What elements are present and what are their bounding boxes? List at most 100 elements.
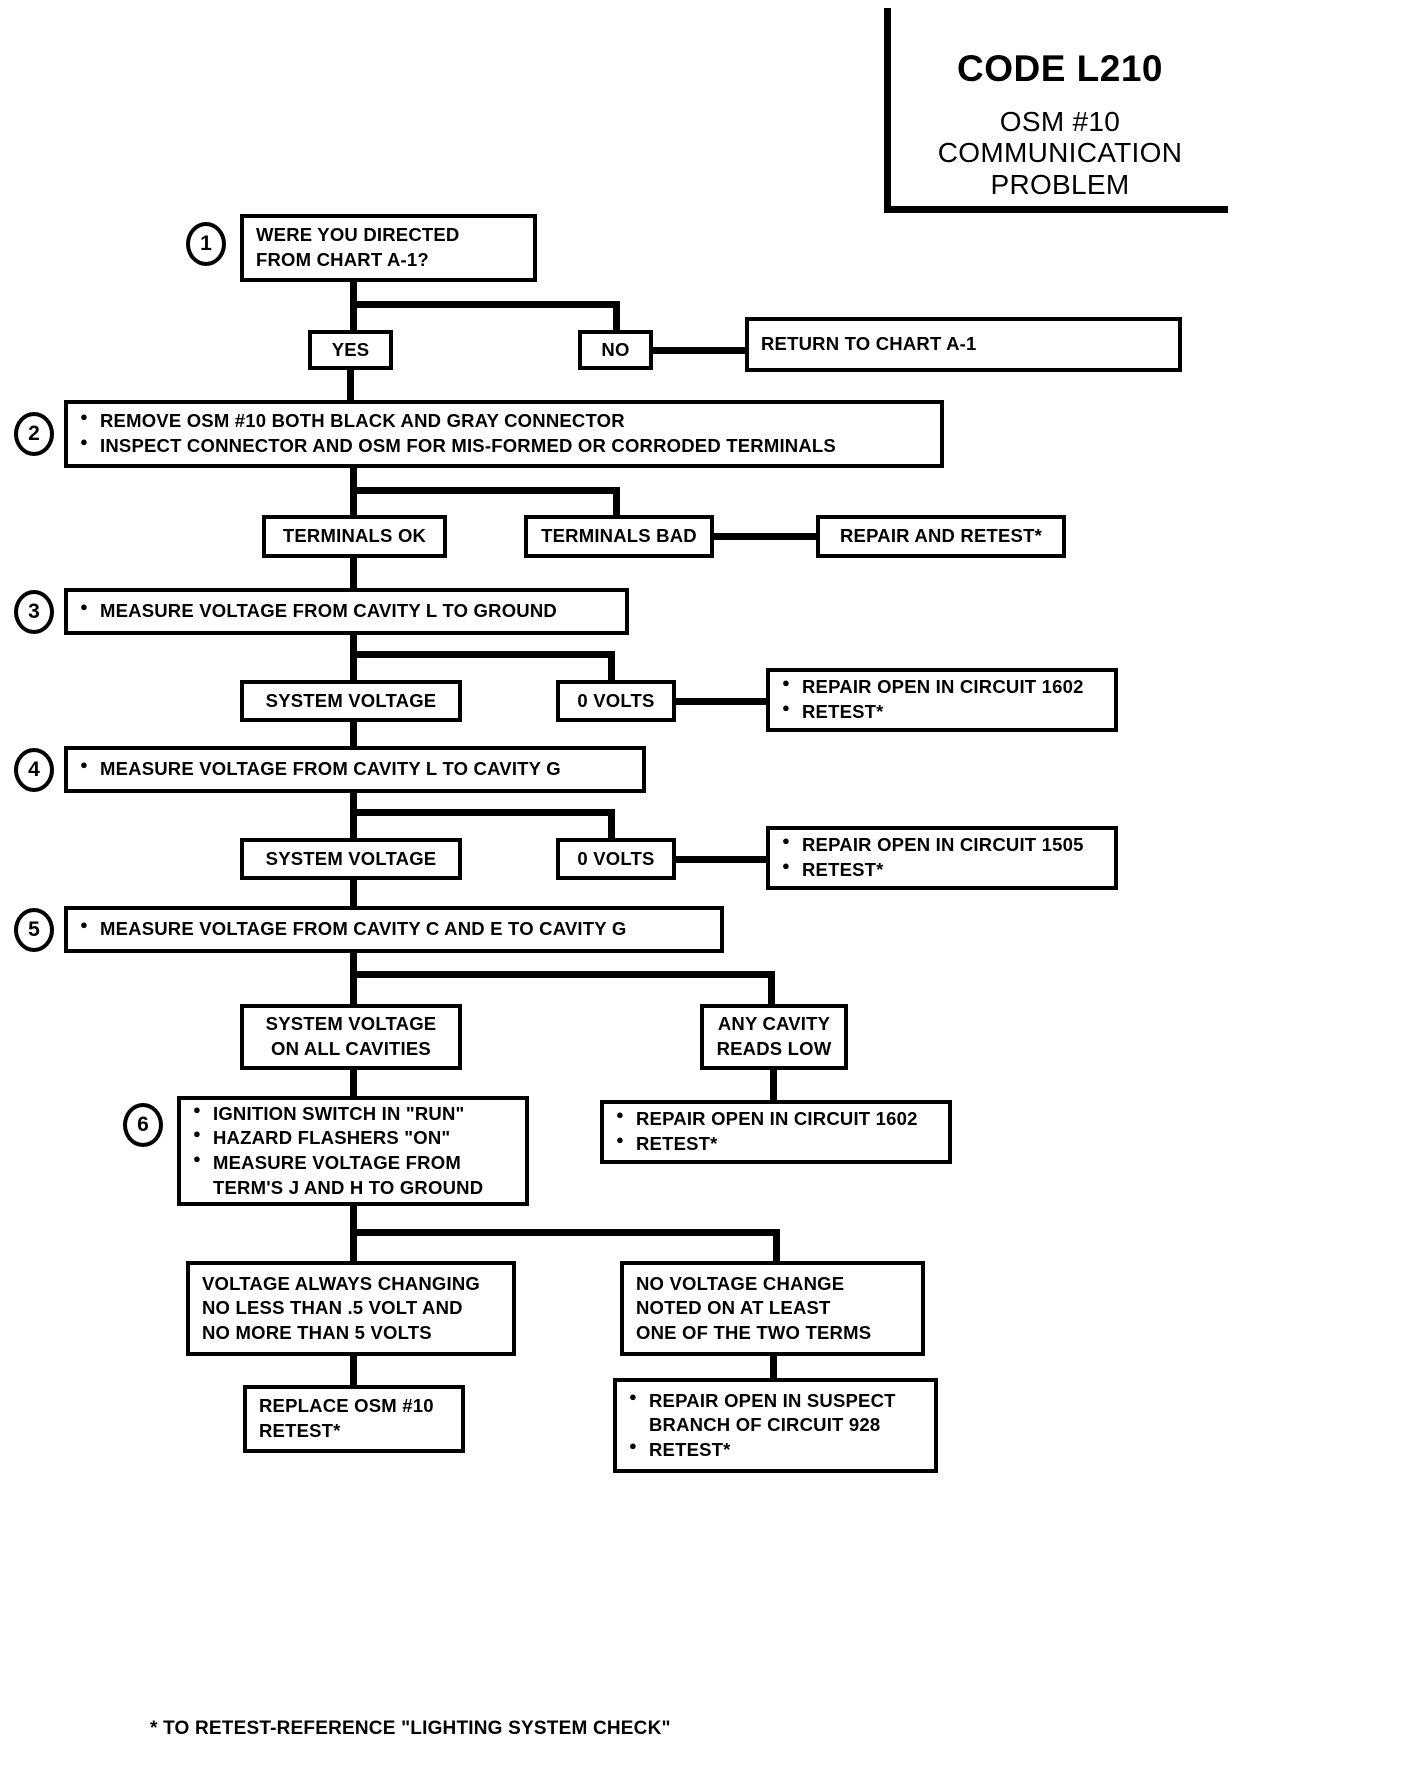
- node-text-line: REPLACE OSM #10: [259, 1395, 434, 1417]
- connector: [350, 971, 775, 978]
- connector: [673, 698, 769, 705]
- node-bullet: IGNITION SWITCH IN "RUN": [193, 1101, 513, 1127]
- connector: [350, 721, 357, 753]
- node-zero-volts-4: 0 VOLTS: [556, 838, 676, 880]
- connector: [350, 1355, 357, 1387]
- node-text-line: NOTED ON AT LEAST: [636, 1297, 831, 1319]
- node-text-line: NO VOLTAGE CHANGE: [636, 1272, 845, 1294]
- node-text-line: NO LESS THAN .5 VOLT AND: [202, 1297, 463, 1319]
- node-bullet: RETEST*: [629, 1437, 922, 1463]
- node-text-line: FROM CHART A-1?: [256, 249, 429, 270]
- step-number-1: 1: [186, 222, 226, 266]
- node-zero-volts-3: 0 VOLTS: [556, 680, 676, 722]
- step-number-4: 4: [14, 748, 54, 792]
- node-return-chart: RETURN TO CHART A-1: [745, 317, 1182, 372]
- node-system-voltage-3: SYSTEM VOLTAGE: [240, 680, 462, 722]
- connector: [350, 971, 357, 1004]
- node-replace-osm: REPLACE OSM #10 RETEST*: [243, 1385, 465, 1453]
- node-step-3: MEASURE VOLTAGE FROM CAVITY L TO GROUND: [64, 588, 629, 635]
- connector: [711, 533, 819, 540]
- node-system-voltage-4: SYSTEM VOLTAGE: [240, 838, 462, 880]
- node-step-2: REMOVE OSM #10 BOTH BLACK AND GRAY CONNE…: [64, 400, 944, 468]
- connector: [350, 487, 620, 494]
- node-text-line: 0 VOLTS: [577, 689, 655, 711]
- node-text-line: READS LOW: [716, 1038, 832, 1059]
- node-text-line: NO: [601, 338, 630, 360]
- node-text-line: WERE YOU DIRECTED: [256, 224, 460, 246]
- node-bullet: MEASURE VOLTAGE FROM CAVITY C AND E TO C…: [80, 916, 708, 942]
- node-text-line: SYSTEM VOLTAGE: [265, 847, 437, 869]
- node-repair-1602-a: REPAIR OPEN IN CIRCUIT 1602 RETEST*: [766, 668, 1118, 732]
- node-system-voltage-all-cavities: SYSTEM VOLTAGE ON ALL CAVITIES: [240, 1004, 462, 1070]
- node-repair-branch-928: REPAIR OPEN IN SUSPECT BRANCH OF CIRCUIT…: [613, 1378, 938, 1473]
- step-number-3: 3: [14, 590, 54, 634]
- connector: [350, 792, 357, 814]
- node-step-6: IGNITION SWITCH IN "RUN" HAZARD FLASHERS…: [177, 1096, 529, 1206]
- node-bullet: REPAIR OPEN IN SUSPECT: [629, 1388, 922, 1414]
- node-bullet: REPAIR OPEN IN CIRCUIT 1602: [782, 674, 1102, 700]
- step-number-2: 2: [14, 412, 54, 456]
- connector: [350, 651, 615, 658]
- footnote: * TO RETEST-REFERENCE "LIGHTING SYSTEM C…: [150, 1718, 671, 1739]
- connector: [350, 809, 357, 838]
- title-block: CODE L210 OSM #10 COMMUNICATION PROBLEM: [884, 8, 1244, 213]
- node-text-line: BRANCH OF CIRCUIT 928: [649, 1414, 881, 1436]
- node-bullet: MEASURE VOLTAGE FROM CAVITY L TO CAVITY …: [80, 756, 630, 782]
- node-text-line: ON ALL CAVITIES: [271, 1038, 431, 1059]
- node-bullet: RETEST*: [616, 1131, 936, 1157]
- node-terminals-bad: TERMINALS BAD: [524, 515, 714, 558]
- node-text-line: SYSTEM VOLTAGE: [265, 689, 437, 711]
- node-bullet: RETEST*: [782, 857, 1102, 883]
- connector: [673, 856, 769, 863]
- node-text-line: SYSTEM VOLTAGE: [265, 1013, 437, 1035]
- node-yes-1: YES: [308, 330, 393, 370]
- connector: [350, 557, 357, 590]
- node-bullet: HAZARD FLASHERS "ON": [193, 1125, 513, 1151]
- node-text-line: RETEST*: [259, 1420, 341, 1441]
- node-bullet: MEASURE VOLTAGE FROM CAVITY L TO GROUND: [80, 598, 613, 624]
- node-repair-retest: REPAIR AND RETEST*: [816, 515, 1066, 558]
- connector: [613, 301, 620, 330]
- connector: [773, 1229, 780, 1261]
- node-text-line: TERMINALS OK: [282, 525, 427, 547]
- node-text-line: NO MORE THAN 5 VOLTS: [202, 1321, 432, 1343]
- connector: [350, 879, 357, 911]
- node-repair-1602-b: REPAIR OPEN IN CIRCUIT 1602 RETEST*: [600, 1100, 952, 1164]
- title-vertical-rule: [884, 8, 891, 213]
- node-text-line: TERMINALS BAD: [541, 525, 697, 547]
- node-text-line: REPAIR AND RETEST*: [840, 525, 1042, 547]
- node-bullet: INSPECT CONNECTOR AND OSM FOR MIS-FORMED…: [80, 433, 928, 459]
- node-voltage-changing: VOLTAGE ALWAYS CHANGING NO LESS THAN .5 …: [186, 1261, 516, 1356]
- connector: [350, 1229, 780, 1236]
- node-text-line: ONE OF THE TWO TERMS: [636, 1321, 872, 1343]
- node-repair-1505: REPAIR OPEN IN CIRCUIT 1505 RETEST*: [766, 826, 1118, 890]
- title-subtitle-line: PROBLEM: [990, 168, 1130, 200]
- node-text-line: 0 VOLTS: [577, 847, 655, 869]
- node-text-line: VOLTAGE ALWAYS CHANGING: [202, 1272, 481, 1294]
- node-any-cavity-reads-low: ANY CAVITY READS LOW: [700, 1004, 848, 1070]
- node-no-voltage-change: NO VOLTAGE CHANGE NOTED ON AT LEAST ONE …: [620, 1261, 925, 1356]
- connector: [347, 369, 354, 402]
- node-text-line: TERM'S J AND H TO GROUND: [213, 1176, 484, 1198]
- title-subtitle-line: COMMUNICATION: [937, 137, 1183, 169]
- page-title: CODE L210: [956, 48, 1163, 89]
- node-bullet: RETEST*: [782, 699, 1102, 725]
- connector: [613, 487, 620, 515]
- node-text-line: YES: [331, 338, 370, 360]
- title-subtitle-line: OSM #10: [999, 106, 1121, 137]
- node-bullet: REPAIR OPEN IN CIRCUIT 1505: [782, 832, 1102, 858]
- title-subtitle: OSM #10 COMMUNICATION PROBLEM: [884, 106, 1236, 200]
- connector: [770, 1069, 777, 1103]
- node-question-1: WERE YOU DIRECTED FROM CHART A-1?: [240, 214, 537, 282]
- connector: [350, 301, 620, 308]
- connector: [650, 347, 748, 354]
- node-text-line: RETURN TO CHART A-1: [761, 333, 977, 355]
- connector: [768, 971, 775, 1004]
- connector: [350, 634, 357, 656]
- connector: [608, 809, 615, 838]
- connector: [770, 1355, 777, 1387]
- step-number-6: 6: [123, 1103, 163, 1147]
- node-bullet: REMOVE OSM #10 BOTH BLACK AND GRAY CONNE…: [80, 408, 928, 434]
- node-bullet: REPAIR OPEN IN CIRCUIT 1602: [616, 1106, 936, 1132]
- connector: [350, 952, 357, 977]
